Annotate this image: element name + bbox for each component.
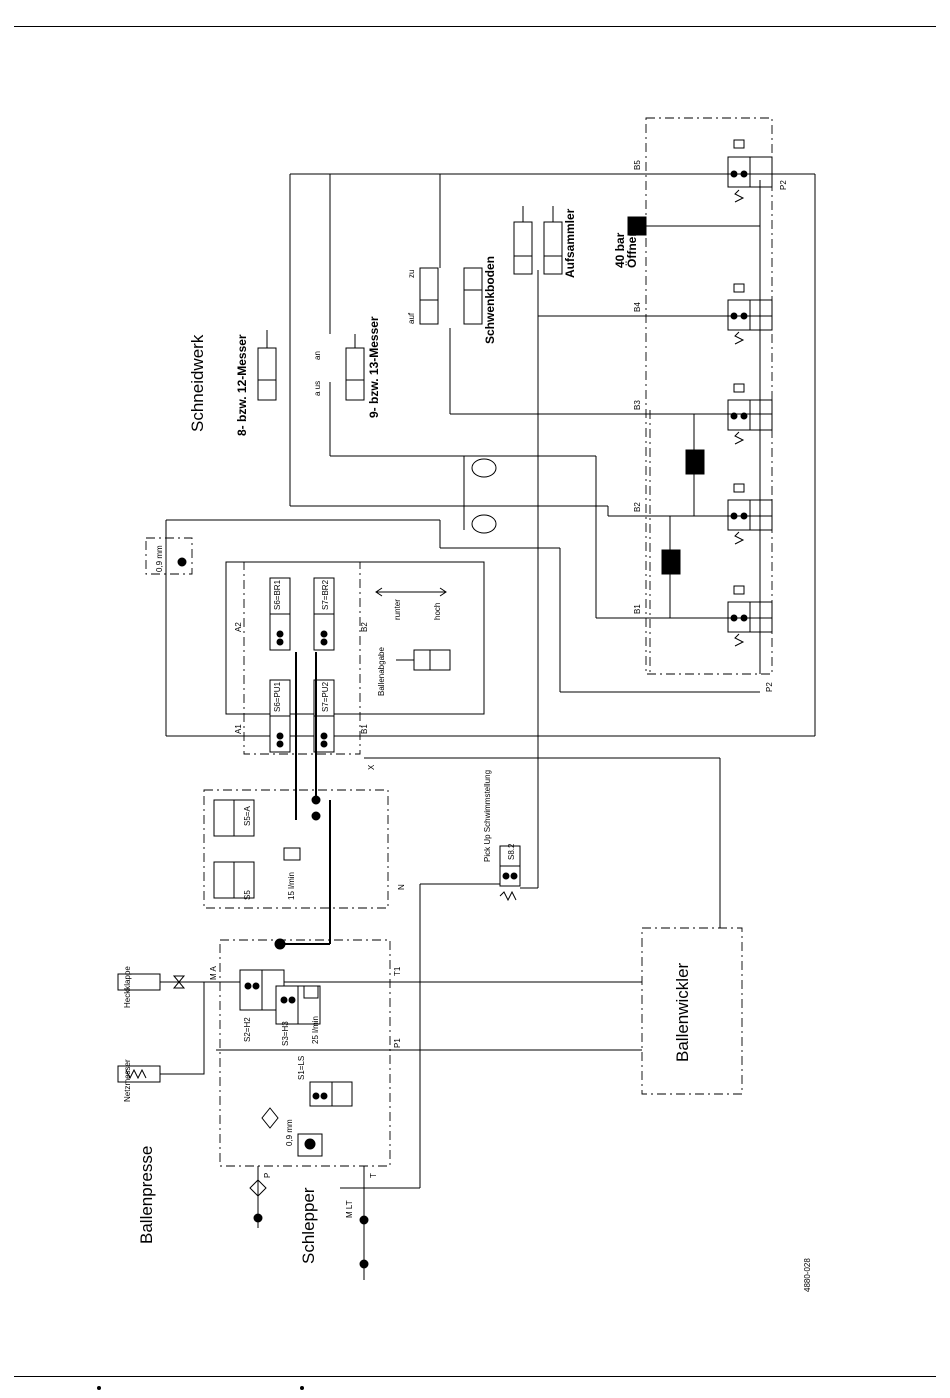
valve-b3 [727, 383, 773, 445]
label-b3: B3 [633, 400, 642, 410]
label-p1: P1 [393, 1038, 402, 1048]
label-s6-pu1: S6=PU1 [273, 681, 282, 712]
valve-pickup-s8-2 [499, 845, 521, 902]
label-ballenpresse: Ballenpresse [137, 1146, 156, 1244]
ballenwickler-box [641, 927, 743, 1095]
label-netzmesser: Netzmesser [123, 1059, 132, 1102]
label-p2-top: P2 [779, 180, 788, 190]
valve-b5 [727, 139, 773, 203]
label-40bar: 40 bar [613, 232, 627, 268]
footer-bullet-1 [97, 1386, 101, 1390]
label-aufsammler: Aufsammler [563, 208, 577, 278]
label-a1: A1 [234, 724, 243, 734]
valve-b4 [727, 283, 773, 345]
label-hoch: hoch [433, 603, 442, 620]
label-schneidwerk: Schneidwerk [188, 334, 207, 432]
label-n: N [397, 884, 406, 890]
label-offner: Öffner [624, 232, 639, 268]
direction-arrow-runter-hoch [375, 587, 447, 597]
label-v09: 0,9 mm [285, 1119, 294, 1146]
label-b4: B4 [633, 302, 642, 312]
label-pickup: Pick Up Schwimmstellung [483, 770, 492, 862]
label-s6-br1: S6=BR1 [273, 579, 282, 610]
cylinder-12-messer [257, 330, 277, 401]
label-an: an [313, 351, 322, 360]
hydraulic-lines [165, 173, 816, 1189]
cylinder-heckklappe [117, 973, 208, 991]
label-messer13: 9- bzw. 13-Messer [367, 316, 381, 418]
label-s5a: S5=A [243, 806, 252, 826]
label-x: X [367, 764, 376, 770]
label-s8-2: S8.2 [507, 843, 516, 860]
cylinder-13-messer [345, 334, 365, 401]
check-valve-block-1 [685, 449, 705, 475]
label-m-a: M A [209, 966, 218, 980]
label-schlepper: Schlepper [299, 1187, 318, 1264]
label-auf: auf [407, 312, 416, 324]
pressure-switch-box [145, 537, 193, 575]
label-s5: S5 [243, 890, 252, 900]
label-p: P [263, 1173, 272, 1178]
label-zu: zu [407, 270, 416, 278]
label-t1: T1 [393, 966, 402, 976]
label-25l: 25 l/min [311, 1016, 320, 1044]
bottom-rule [14, 1376, 936, 1377]
label-s3-h3: S3=H3 [281, 1021, 290, 1046]
label-aus: a us [313, 381, 322, 396]
label-messer12: 8- bzw. 12-Messer [235, 334, 249, 436]
cylinder-aufsammler [513, 206, 563, 275]
valve-b2 [727, 483, 773, 545]
accumulator-2 [471, 514, 497, 534]
valve-block-middle [225, 561, 485, 820]
label-heckklappe: Heckklappe [123, 966, 132, 1008]
label-s7-pu2: S7=PU2 [321, 681, 330, 712]
valve-block-ballenpresse [219, 939, 391, 1167]
cylinder-ballenabgabe [396, 649, 451, 671]
label-s7-br2: S7=BR2 [321, 579, 330, 610]
label-p2-bottom: P2 [765, 682, 774, 692]
label-docno: 4880-028 [803, 1258, 812, 1292]
label-mlt: M LT [345, 1200, 354, 1218]
label-s2-h2: S2=H2 [243, 1017, 252, 1042]
footer-bullet-2 [300, 1386, 304, 1390]
label-mm09: 0,9 mm [155, 545, 164, 572]
label-b5: B5 [633, 160, 642, 170]
label-runter: runter [393, 599, 402, 620]
label-t: T [369, 1173, 378, 1178]
label-15l: 15 l/min [287, 872, 296, 900]
cylinder-schwenkboden [419, 267, 483, 325]
label-b2: B2 [633, 502, 642, 512]
label-b1: B1 [633, 604, 642, 614]
label-ballenwickler: Ballenwickler [673, 962, 692, 1062]
valve-block-s5 [203, 789, 389, 950]
label-a2: A2 [234, 622, 243, 632]
valve-b1 [727, 585, 773, 647]
cylinder-netzmesser [117, 982, 205, 1083]
label-ballenabgabe: Ballenabgabe [377, 647, 386, 696]
valve-block-right [627, 117, 773, 675]
label-s1-ls: S1=LS [297, 1056, 306, 1080]
label-schwenkboden: Schwenkboden [483, 256, 497, 344]
label-s2-b2: B2 [360, 622, 369, 632]
check-valve-block-2 [661, 549, 681, 575]
label-s2-b1: B1 [360, 724, 369, 734]
top-rule [14, 26, 936, 27]
accumulator-1 [471, 458, 497, 478]
schlepper-couplings [249, 1166, 369, 1280]
